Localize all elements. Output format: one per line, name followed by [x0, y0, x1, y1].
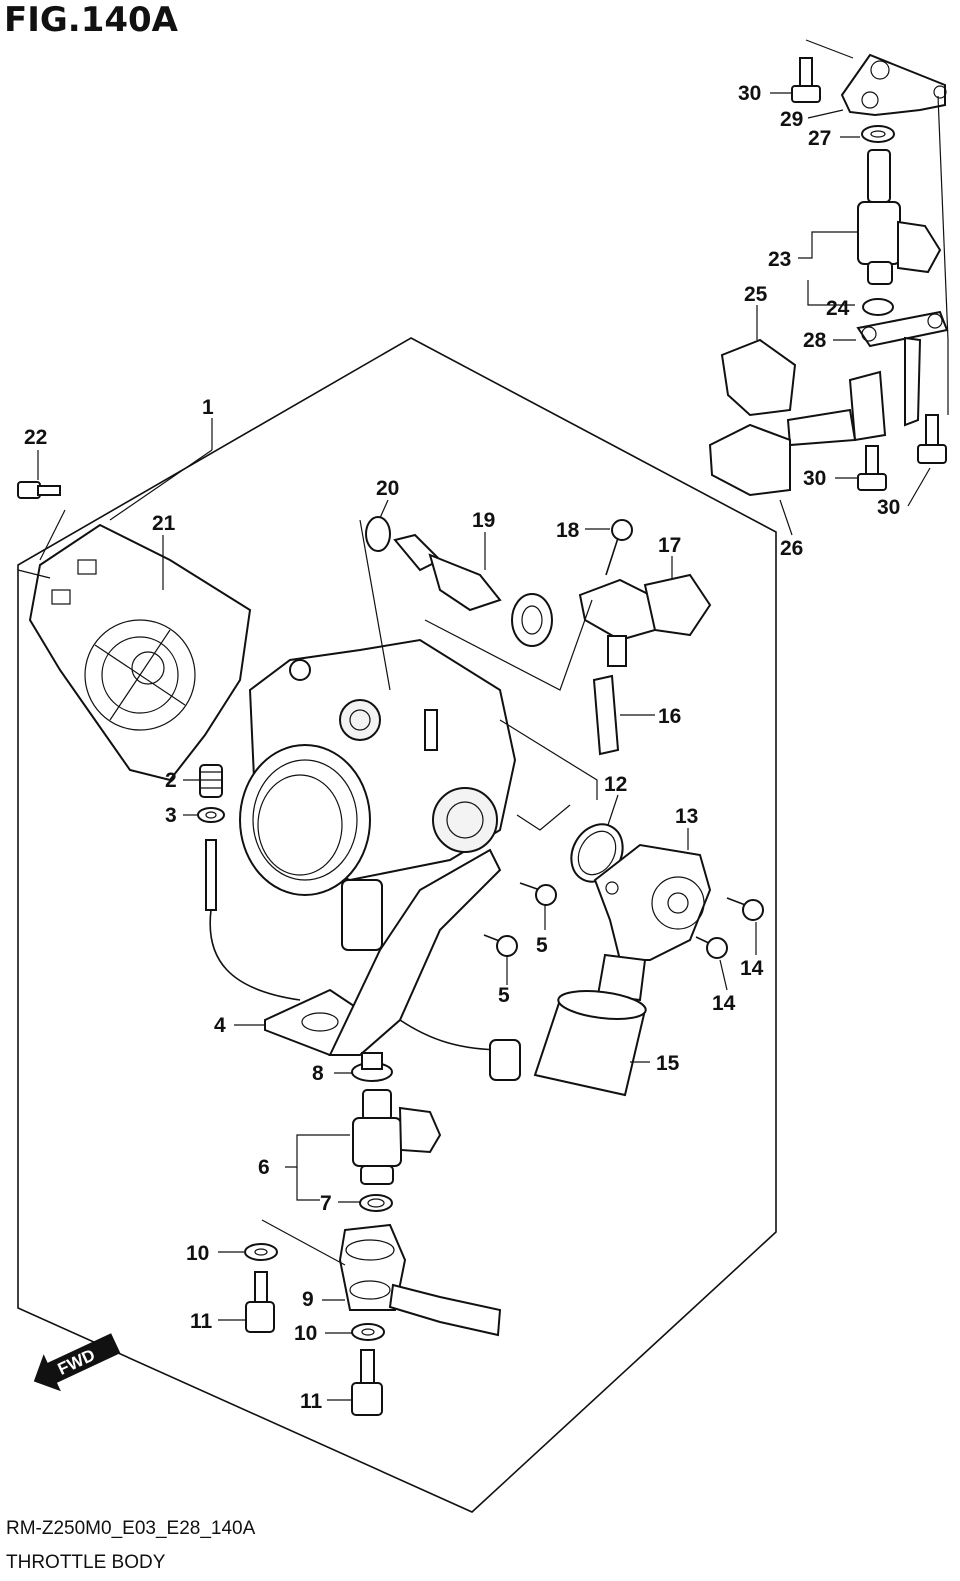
- callout-3: 3: [165, 804, 177, 827]
- part-10-washer-upper: [244, 1243, 278, 1261]
- callout-29: 29: [780, 108, 803, 131]
- part-25-cap: [720, 338, 797, 417]
- callout-labels: 1 2 3 4 5 5 6 7 8 9 10 10 11 11 12 13 14…: [24, 82, 900, 1413]
- callout-26: 26: [780, 537, 803, 560]
- part-11-bolt-lower: [351, 1349, 383, 1416]
- part-9-holder: [338, 1223, 502, 1337]
- callout-1: 1: [202, 396, 214, 419]
- callout-9: 9: [302, 1288, 314, 1311]
- callout-19: 19: [472, 509, 495, 532]
- part-14-screw-lower: [695, 936, 728, 959]
- part-19-idle-screw: [393, 533, 553, 647]
- callout-17: 17: [658, 534, 681, 557]
- part-4-bracket: [205, 839, 521, 1081]
- callout-14-lower: 14: [712, 992, 736, 1015]
- part-29-plate: [840, 53, 947, 117]
- callout-15: 15: [656, 1052, 680, 1075]
- part-24-o-ring: [862, 298, 894, 316]
- callout-25: 25: [744, 283, 768, 306]
- leader-lines: [37, 92, 931, 1401]
- fwd-arrow-icon: FWD: [33, 1333, 121, 1392]
- callout-14-upper: 14: [740, 957, 764, 980]
- part-21-cover: [28, 523, 252, 782]
- part-6-injector: [352, 1089, 442, 1185]
- callout-24: 24: [826, 297, 850, 320]
- callout-8: 8: [312, 1062, 324, 1085]
- part-16-hose: [592, 674, 620, 756]
- callout-28: 28: [803, 329, 827, 352]
- callout-5-lower: 5: [498, 984, 510, 1007]
- throttle-body-main: [239, 638, 517, 951]
- figure-code: RM-Z250M0_E03_E28_140A: [6, 1518, 256, 1539]
- figure-title: FIG.140A: [4, 0, 178, 40]
- callout-30-right: 30: [877, 496, 900, 519]
- callout-4: 4: [214, 1014, 226, 1037]
- callout-30-mid: 30: [803, 467, 826, 490]
- callout-18: 18: [556, 519, 580, 542]
- part-2-spring: [199, 764, 223, 798]
- part-3-washer: [197, 807, 225, 823]
- callout-5-upper: 5: [536, 934, 548, 957]
- callout-11-upper: 11: [190, 1310, 213, 1333]
- part-17-sensor: [578, 573, 712, 667]
- callout-21: 21: [152, 512, 176, 535]
- callout-27: 27: [808, 127, 831, 150]
- part-8-seal: [351, 1052, 393, 1082]
- callout-7: 7: [320, 1192, 332, 1215]
- part-11-bolt-upper: [245, 1271, 275, 1333]
- part-5-screw-upper: [519, 882, 557, 906]
- callout-16: 16: [658, 705, 681, 728]
- callout-23: 23: [768, 248, 791, 271]
- part-22-bolt: [17, 481, 61, 499]
- part-23-injector: [857, 149, 942, 285]
- callout-20: 20: [376, 477, 399, 500]
- part-13-sensor: [593, 843, 712, 1002]
- part-10-washer-lower: [351, 1323, 385, 1341]
- part-27-o-ring: [861, 125, 895, 143]
- part-14-screw-upper: [726, 897, 764, 921]
- part-20-o-ring: [365, 516, 391, 552]
- part-7-o-ring: [359, 1194, 393, 1212]
- callout-10-lower: 10: [294, 1322, 317, 1345]
- callout-2: 2: [165, 769, 177, 792]
- assembly-frame: [17, 337, 777, 1513]
- callout-22: 22: [24, 426, 47, 449]
- part-26-clamp: [708, 423, 791, 497]
- part-30-bolt-right: [917, 414, 947, 464]
- callout-10-upper: 10: [186, 1242, 209, 1265]
- callout-30-top: 30: [738, 82, 761, 105]
- callout-11-lower: 11: [300, 1390, 323, 1413]
- part-15-filter: [533, 990, 647, 1097]
- part-30-bolt-top: [791, 57, 821, 103]
- figure-name: THROTTLE BODY: [6, 1552, 166, 1573]
- callout-13: 13: [675, 805, 698, 828]
- callout-6: 6: [258, 1156, 270, 1179]
- part-18-screw: [605, 519, 633, 576]
- callout-12: 12: [604, 773, 627, 796]
- part-28-bracket: [786, 310, 949, 447]
- guide-lines: [17, 39, 949, 1266]
- part-5-screw-lower: [483, 934, 518, 957]
- part-30-bolt-mid: [857, 445, 887, 491]
